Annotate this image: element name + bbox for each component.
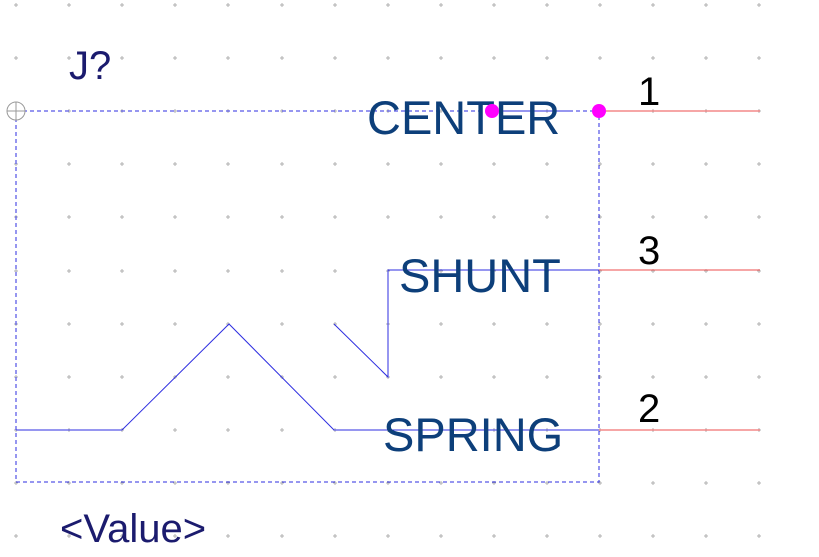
spring-contact-graphic	[16, 323, 599, 431]
pin-number-2: 2	[638, 387, 660, 431]
pin-number-3: 3	[638, 229, 660, 273]
pin-name-shunt: SHUNT	[399, 249, 561, 302]
reference-designator[interactable]: J?	[69, 44, 111, 88]
pin-name-spring: SPRING	[383, 408, 563, 461]
shunt-contact-graphic	[333, 269, 599, 379]
selection-handle-dot[interactable]	[485, 104, 499, 118]
symbol-bounding-box[interactable]	[15, 110, 600, 483]
value-label[interactable]: <Value>	[60, 507, 206, 551]
selection-handle-dot[interactable]	[592, 104, 606, 118]
origin-crosshair-icon	[6, 101, 26, 121]
pin-name-center: CENTER	[367, 91, 560, 144]
pin-number-1: 1	[638, 70, 660, 114]
